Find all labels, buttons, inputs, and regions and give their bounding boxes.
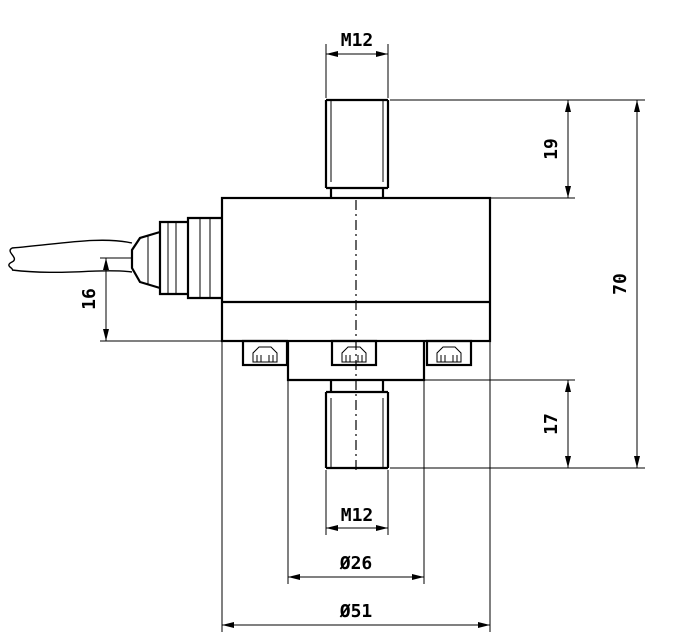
dim-body-diameter-label: Ø51: [339, 601, 373, 622]
dim-top-thread: M12: [325, 30, 389, 98]
bolt-head-center: [330, 339, 378, 367]
dim-boss-diameter: Ø26: [287, 380, 425, 584]
dim-top-thread-label: M12: [341, 30, 374, 51]
dim-boss-diameter-label: Ø26: [339, 553, 373, 574]
bolt-head-right: [425, 339, 473, 367]
dim-bottom-thread-label: M12: [341, 505, 374, 526]
bottom-flange: [241, 339, 473, 382]
top-stud: [324, 98, 390, 198]
dim-overall-height-label: 70: [610, 273, 631, 295]
bolt-head-left: [241, 339, 289, 367]
dim-top-stud-length-label: 19: [541, 138, 562, 160]
dim-bottom-stud-length: 17: [390, 379, 645, 469]
dim-cable-offset-label: 16: [79, 288, 100, 310]
bottom-stud: [324, 380, 390, 470]
dim-overall-height: 70: [610, 100, 640, 468]
dim-top-stud-length: 19: [390, 99, 645, 199]
dim-cable-offset: 16: [79, 257, 222, 342]
dim-bottom-stud-length-label: 17: [541, 413, 562, 435]
cable-gland: [8, 216, 222, 300]
dim-bottom-thread: M12: [325, 470, 389, 535]
dim-body-diameter: Ø51: [221, 341, 491, 632]
